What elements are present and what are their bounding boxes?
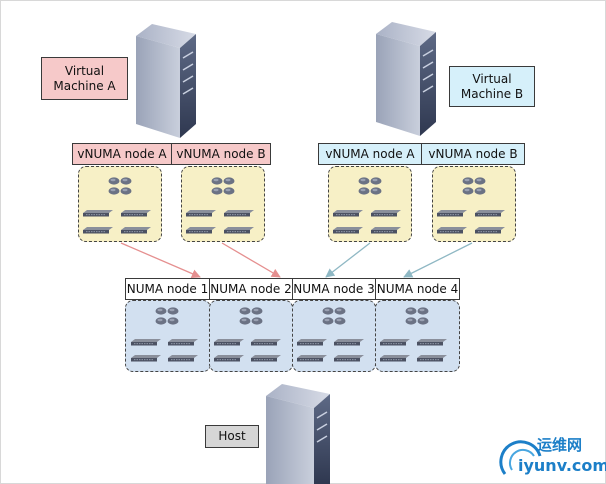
server-a-icon [136, 24, 196, 138]
memory-icon [436, 209, 468, 217]
host-server-icon [266, 384, 330, 484]
memory-icon [370, 209, 402, 217]
cpu-icon [322, 307, 346, 325]
memory-icon [333, 354, 365, 362]
memory-icon [130, 354, 162, 362]
vm-a-node-a-chips [82, 177, 152, 234]
memory-icon [296, 338, 328, 346]
memory-icon [120, 209, 152, 217]
host-numa-node-3-label: NUMA node 3 [292, 278, 376, 300]
memory-icon [332, 226, 364, 234]
vm-b-node-b-chips [436, 177, 506, 234]
host-node-3-chips [296, 307, 365, 362]
mapping-arrow-vm-a-node-a [120, 242, 201, 278]
vm-a-vnuma-node-b-label: vNUMA node B [171, 143, 271, 165]
cpu-icon [108, 177, 132, 195]
memory-icon [333, 338, 365, 346]
memory-icon [379, 338, 411, 346]
memory-icon [223, 226, 255, 234]
vm-b-vnuma-node-b-label: vNUMA node B [421, 143, 525, 165]
vm-a-node-b-chips [185, 177, 255, 234]
watermark-logo-icon [499, 440, 542, 475]
memory-icon [296, 354, 328, 362]
host-node-4-chips [379, 307, 448, 362]
memory-icon [370, 226, 402, 234]
memory-icon [474, 226, 506, 234]
mapping-arrow-vm-b-node-a [325, 242, 371, 278]
memory-icon [416, 354, 448, 362]
memory-icon [167, 338, 199, 346]
memory-icon [213, 338, 245, 346]
cpu-icon [358, 177, 382, 195]
mapping-arrow-vm-a-node-b [221, 242, 281, 278]
memory-icon [167, 354, 199, 362]
memory-icon [332, 209, 364, 217]
host-numa-node-4-label: NUMA node 4 [375, 278, 460, 300]
host-label: Host [205, 425, 259, 448]
memory-icon [436, 226, 468, 234]
cpu-icon [462, 177, 486, 195]
server-b-icon [376, 22, 436, 136]
memory-icon [185, 226, 217, 234]
memory-icon [120, 226, 152, 234]
cpu-icon [239, 307, 263, 325]
memory-icon [185, 209, 217, 217]
host-numa-node-1-label: NUMA node 1 [125, 278, 210, 300]
vm-b-vnuma-node-a-label: vNUMA node A [318, 143, 422, 165]
cpu-icon [211, 177, 235, 195]
cpu-icon [155, 307, 179, 325]
vm-b-node-a-chips [332, 177, 402, 234]
host-node-2-chips [213, 307, 282, 362]
memory-icon [250, 354, 282, 362]
host-node-1-chips [130, 307, 199, 362]
mapping-arrow-vm-b-node-b [403, 242, 473, 278]
memory-icon [416, 338, 448, 346]
memory-icon [223, 209, 255, 217]
memory-icon [213, 354, 245, 362]
watermark-url: iyunv.com [518, 456, 606, 475]
vm-a-vnuma-node-a-label: vNUMA node A [72, 143, 172, 165]
memory-icon [82, 209, 114, 217]
memory-icon [474, 209, 506, 217]
memory-icon [379, 354, 411, 362]
memory-icon [250, 338, 282, 346]
watermark-cn: 运维网 [537, 436, 583, 454]
memory-icon [130, 338, 162, 346]
memory-icon [82, 226, 114, 234]
cpu-icon [405, 307, 429, 325]
